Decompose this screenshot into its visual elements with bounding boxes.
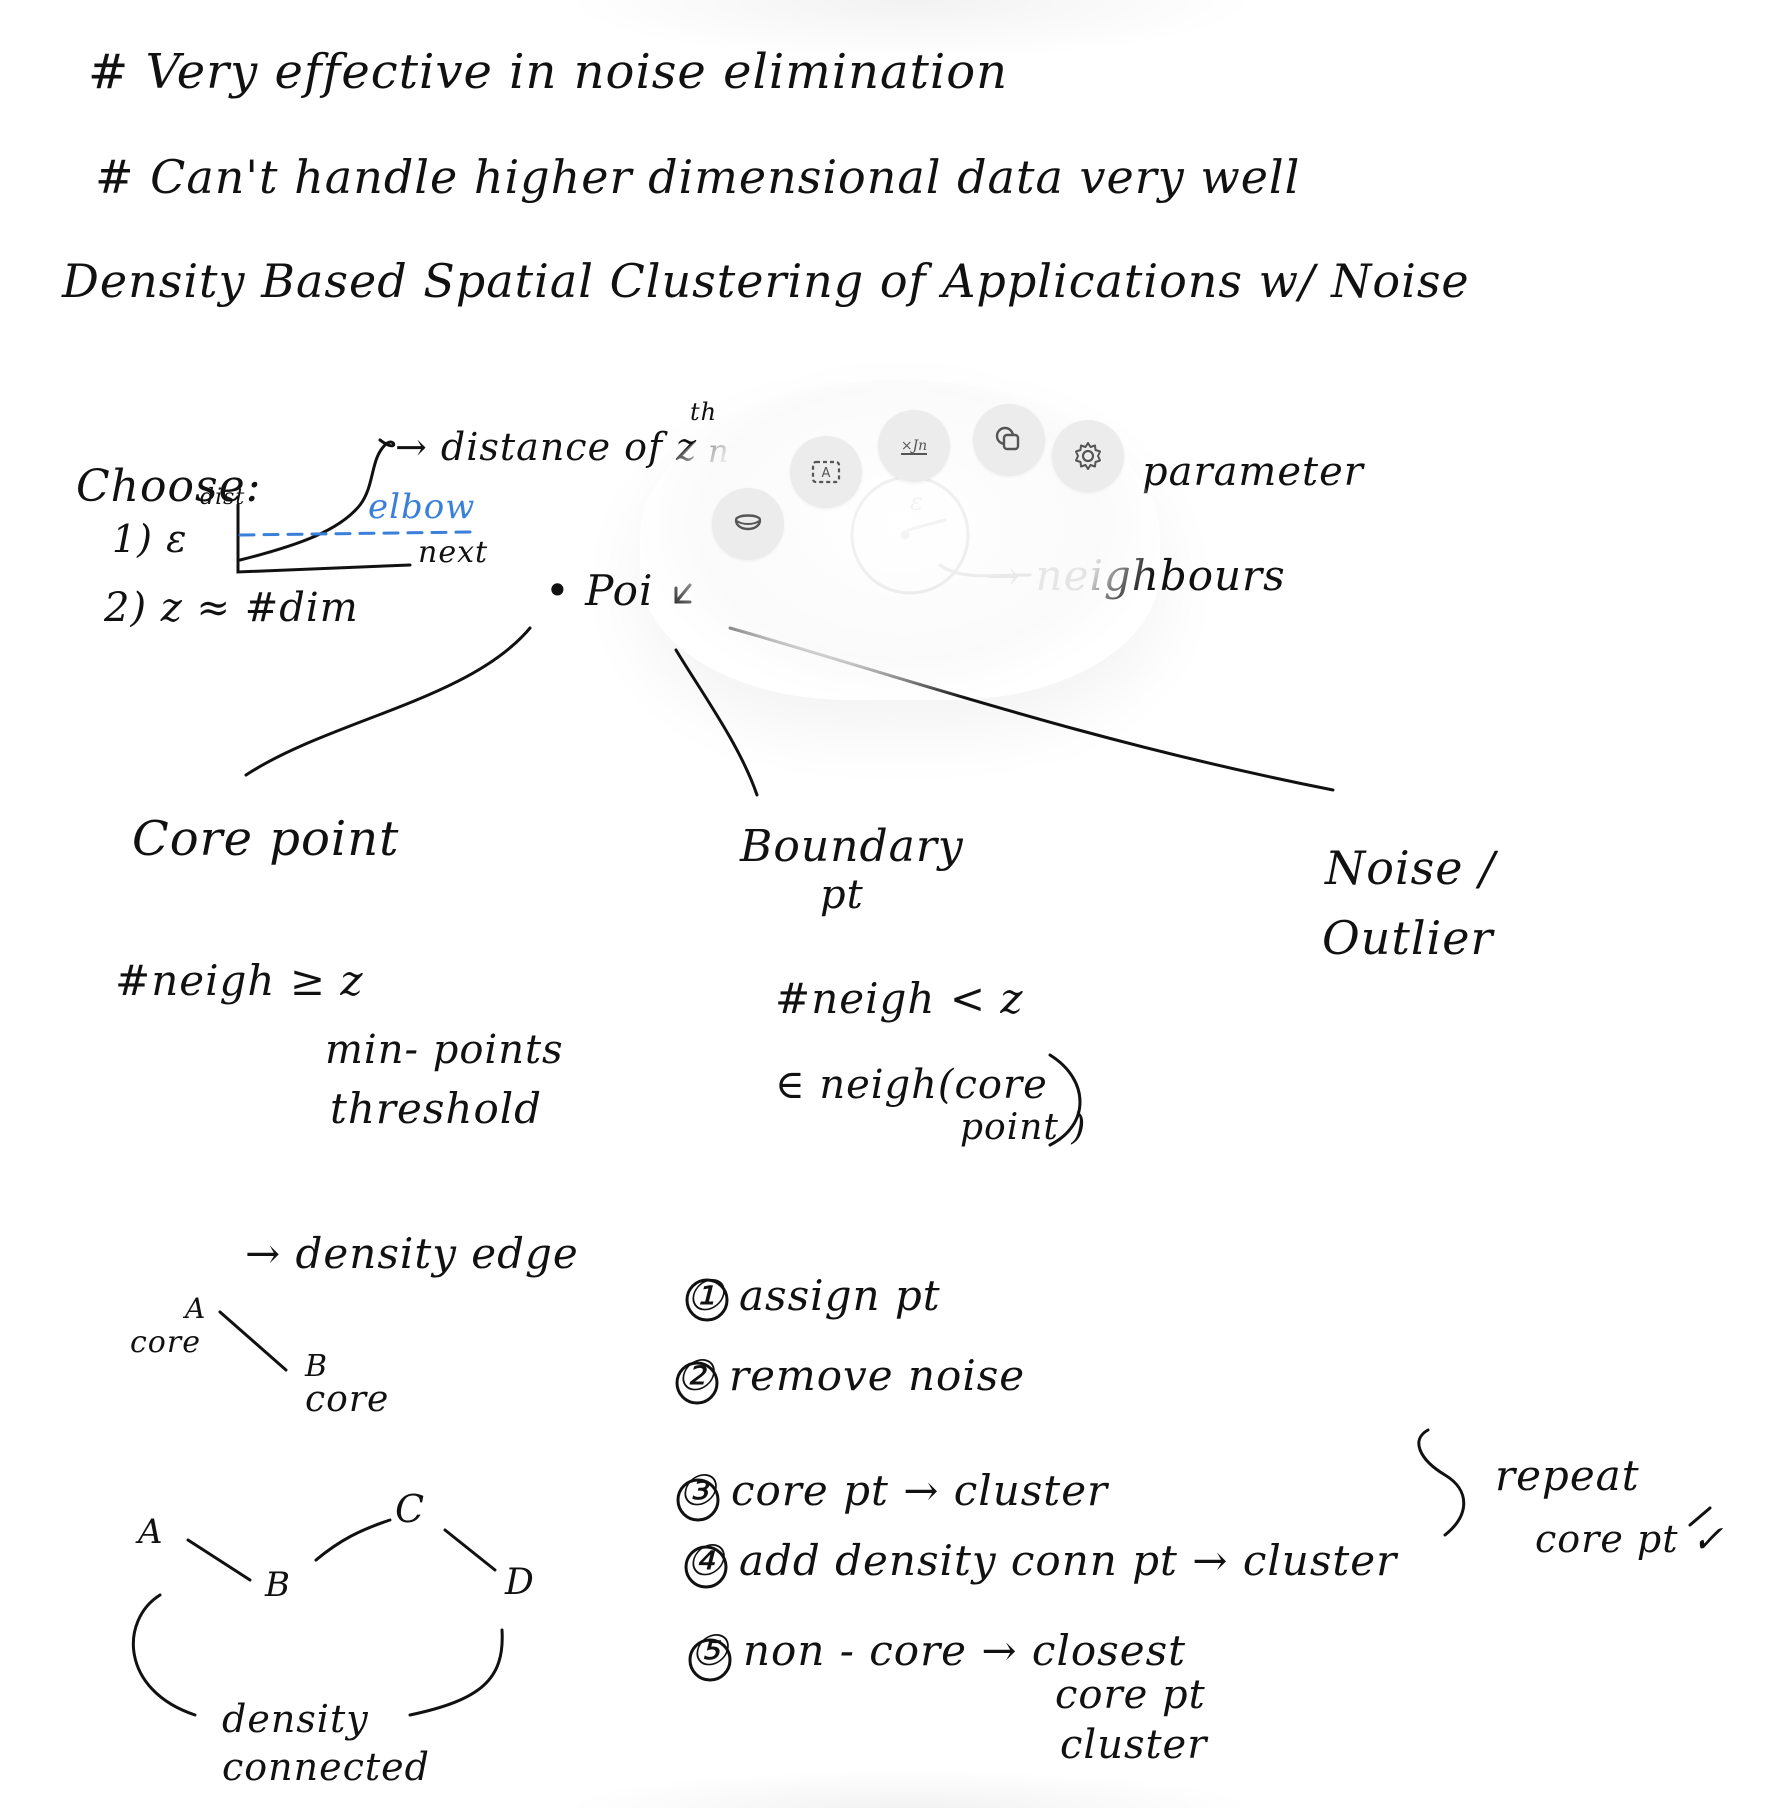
gear-icon: [1075, 442, 1101, 470]
step-1: ① assign pt: [686, 1271, 941, 1320]
conn-node-d: D: [505, 1562, 535, 1603]
distance-note: → distance of z: [395, 425, 698, 469]
step-5-line-2: core pt: [1055, 1672, 1206, 1718]
boundary-heading-1: Boundary: [740, 821, 964, 872]
choose-item-1: 1) ε: [112, 517, 188, 561]
text-tool-button[interactable]: A: [790, 436, 862, 508]
eraser-icon: [734, 514, 762, 531]
core-rule-3: threshold: [330, 1084, 543, 1133]
signature-tool-button[interactable]: ×Jn: [878, 410, 950, 482]
boundary-rule-2: ∈ neigh(core: [775, 1062, 1048, 1108]
repeat-note-2: core pt ✓: [1535, 1517, 1725, 1561]
edge-core-b: core: [305, 1379, 390, 1420]
noise-heading-1: Noise /: [1325, 841, 1496, 895]
top-shade: [560, 0, 1260, 60]
eraser-tool-button[interactable]: [712, 488, 784, 560]
graph-axes: [236, 503, 412, 574]
edge-node-a: A: [185, 1292, 207, 1325]
core-point-heading: Core point: [132, 811, 400, 867]
boundary-rule-3: point ): [960, 1107, 1087, 1148]
step-5: ⑤ non - core → closest: [690, 1626, 1186, 1675]
graph-curve: [238, 438, 396, 562]
note-line-2: # Can't handle higher dimensional data v…: [95, 150, 1301, 204]
edge-node-b: B: [305, 1349, 329, 1384]
shapes-tool-button[interactable]: [973, 404, 1045, 476]
bracket-left: [131, 1593, 197, 1717]
svg-text:A: A: [822, 466, 831, 481]
conn-node-b: B: [265, 1565, 291, 1605]
step-2: ② remove noise: [676, 1351, 1026, 1400]
distance-superscript: th: [690, 398, 718, 426]
density-connected-1: density: [222, 1697, 369, 1741]
conn-node-a: A: [138, 1512, 164, 1552]
signature-icon: ×Jn: [901, 438, 927, 455]
noise-heading-2: Outlier: [1322, 911, 1494, 965]
elbow-dashed-line: [238, 530, 472, 537]
bottom-shade: [560, 1770, 1260, 1808]
point-label: • Poi: [545, 566, 654, 615]
boundary-rule-1: #neigh < z: [775, 974, 1024, 1023]
core-rule-1: #neigh ≥ z: [115, 956, 364, 1005]
core-rule-2: min- points: [325, 1027, 564, 1073]
title-line: Density Based Spatial Clustering of Appl…: [62, 254, 1470, 308]
choose-label: Choose:: [76, 461, 262, 512]
conn-node-c: C: [395, 1487, 426, 1531]
shapes-icon: [995, 426, 1020, 451]
bracket-right: [408, 1628, 504, 1717]
graph-y-label: dist: [200, 485, 246, 510]
branch-core: [244, 626, 532, 777]
settings-tool-button[interactable]: [1052, 420, 1124, 492]
repeat-note: repeat: [1495, 1451, 1640, 1500]
density-connected-2: connected: [222, 1745, 430, 1789]
svg-text:×Jn: ×Jn: [901, 438, 927, 454]
step-5-line-3: cluster: [1060, 1722, 1208, 1768]
choose-item-2: 2) z ≈ #dim: [104, 585, 359, 631]
step-3: ③ core pt → cluster: [678, 1466, 1109, 1515]
boundary-heading-2: pt: [820, 872, 864, 918]
text-box-icon: A: [811, 460, 841, 484]
note-line-1: # Very effective in noise elimination: [88, 44, 1009, 100]
edge-ab: [218, 1310, 288, 1372]
branch-boundary: [674, 648, 759, 797]
graph-x-label: next: [418, 535, 489, 570]
edge-core-a: core: [130, 1325, 201, 1360]
step-4: ④ add density conn pt → cluster: [686, 1536, 1398, 1585]
graph-elbow-label: elbow: [368, 487, 476, 527]
parameter-note: parameter: [1142, 449, 1364, 495]
density-edge-note: → density edge: [245, 1229, 579, 1278]
